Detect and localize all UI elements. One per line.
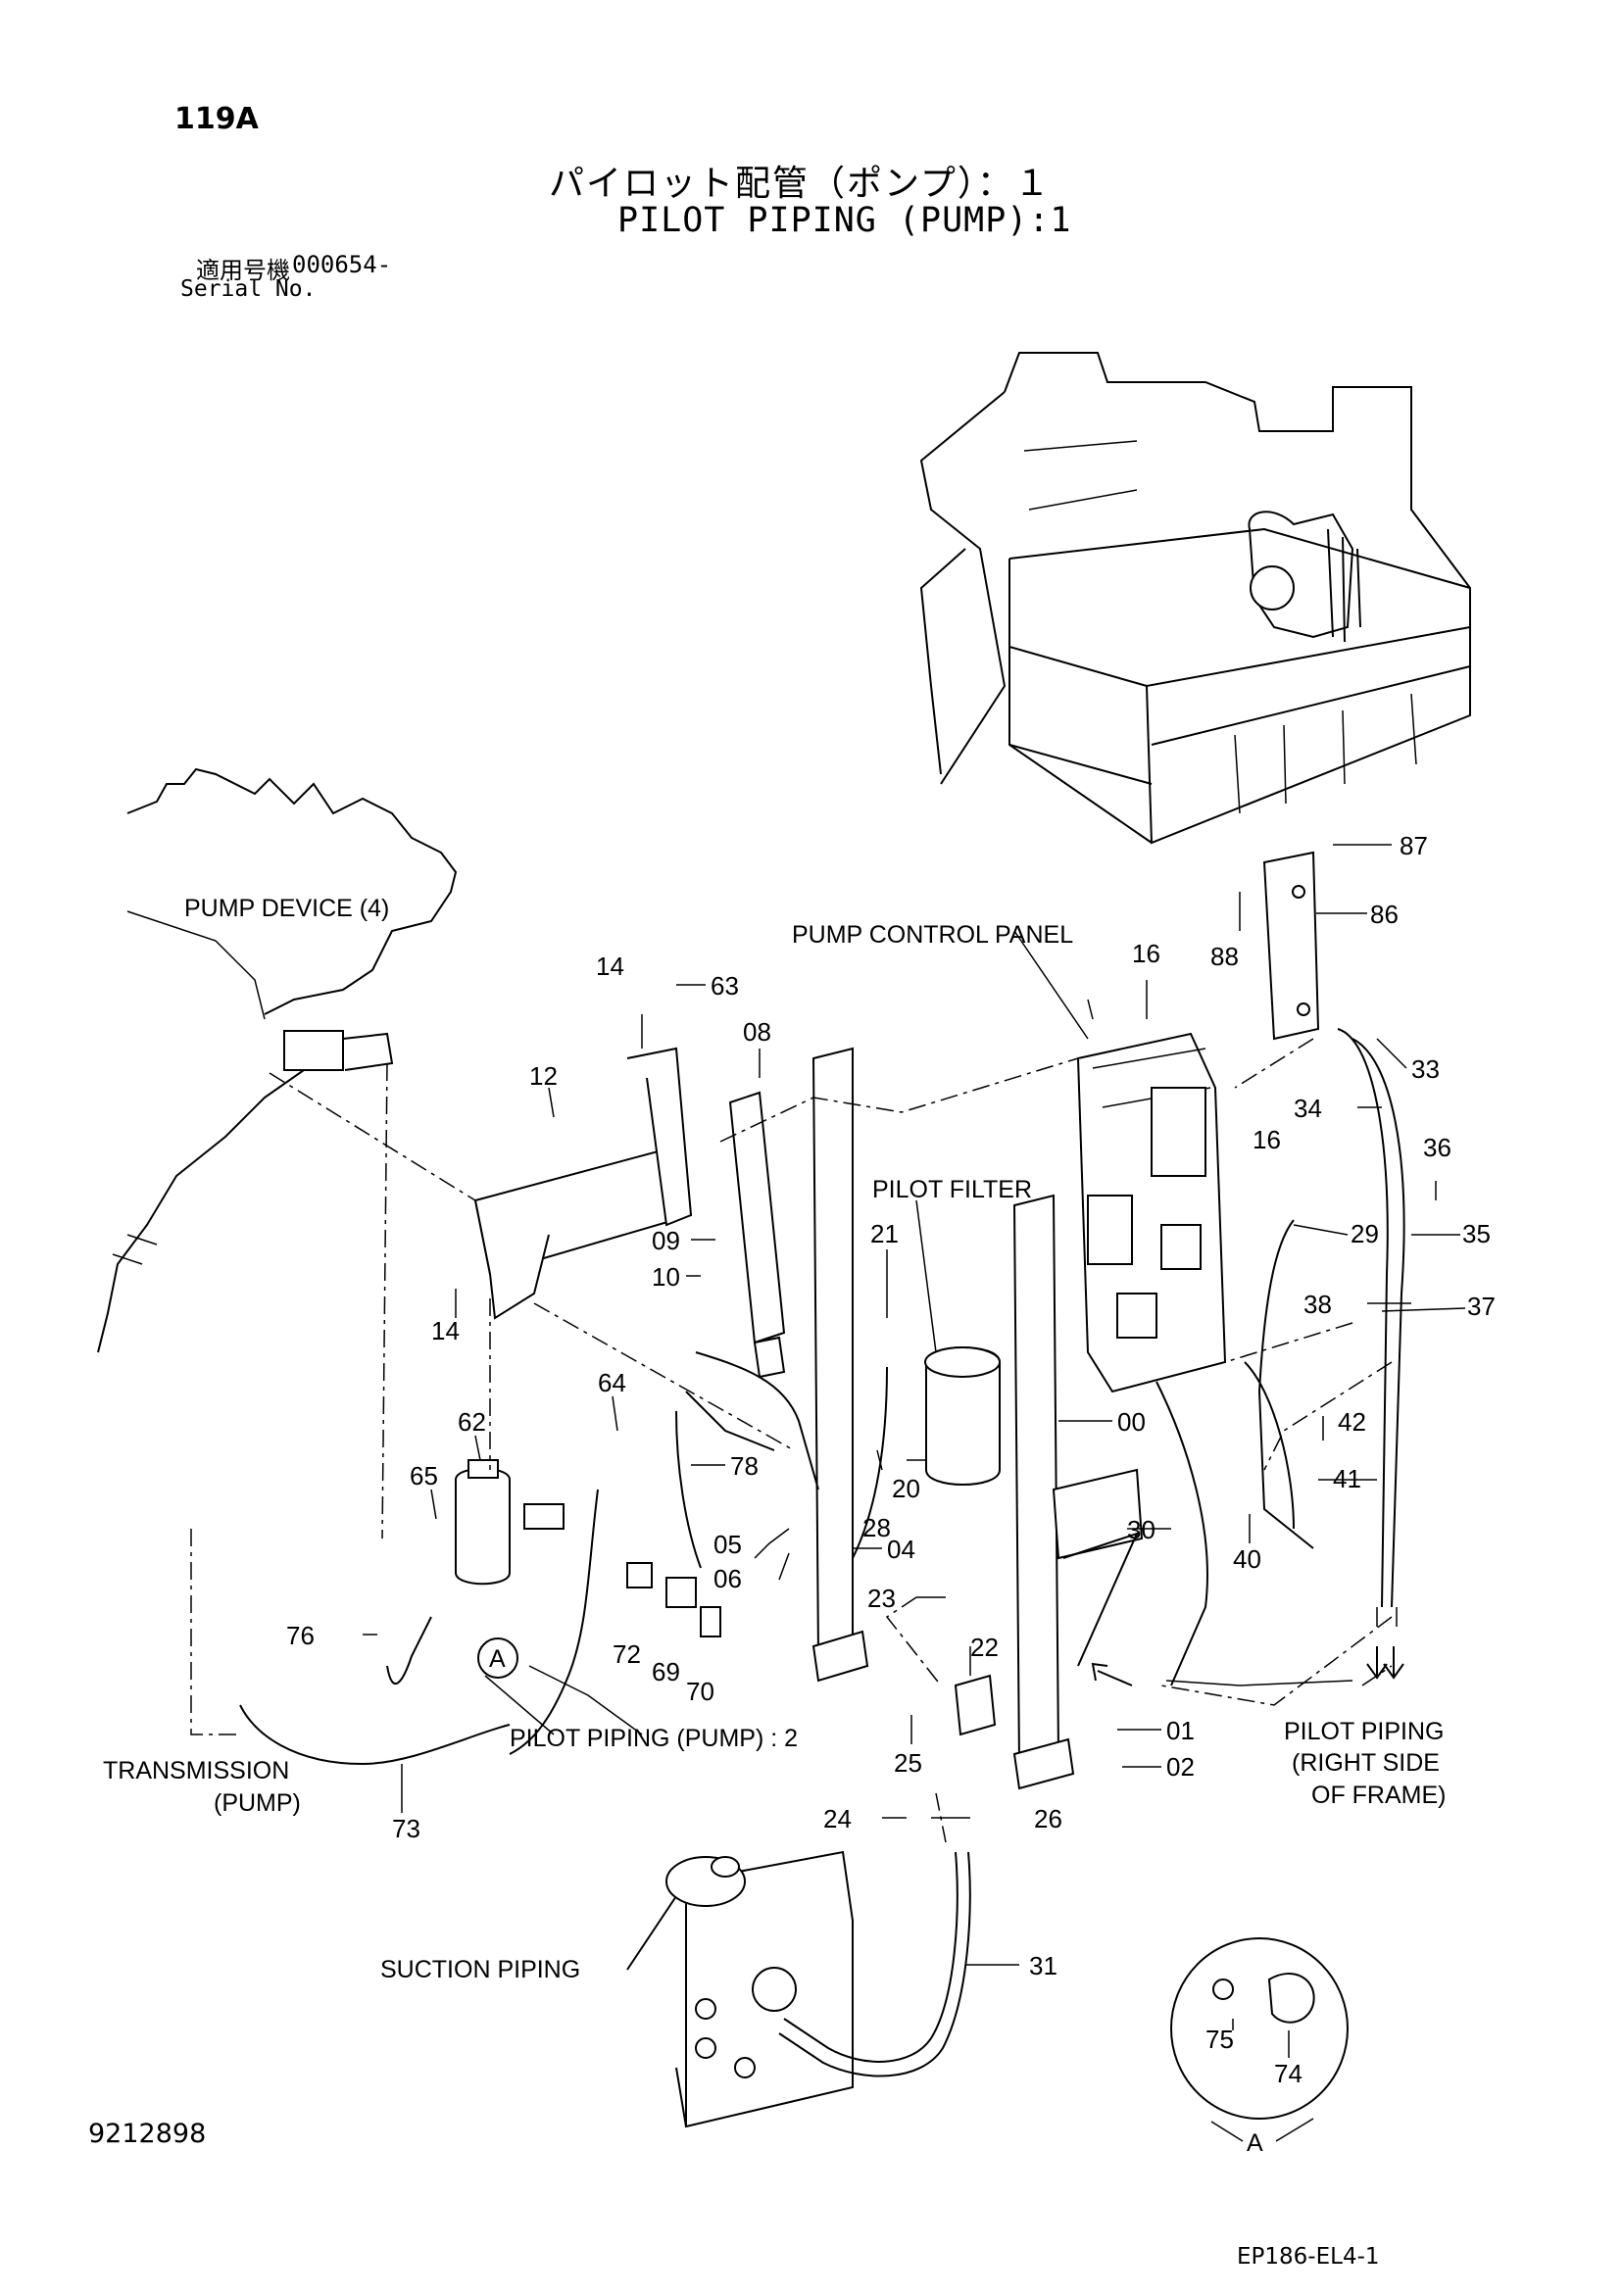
part-37: 37 [1467,1292,1496,1321]
detail-a-callout: A A [477,1637,1314,2157]
part-64: 64 [598,1368,626,1397]
direction-arrows [1091,1646,1404,1686]
part-31: 31 [1029,1951,1057,1980]
part-12: 12 [529,1061,558,1091]
serial-label-english: Serial No. [180,276,317,302]
part-20: 20 [892,1474,920,1503]
label-pilot-piping-2: PILOT PIPING (PUMP) : 2 [510,1725,798,1752]
part-14-top: 14 [596,952,624,981]
part-08: 08 [743,1017,771,1047]
part-25: 25 [894,1748,922,1778]
part-65: 65 [410,1461,438,1490]
part-30: 30 [1127,1515,1155,1544]
leader-lines [363,844,1466,2058]
label-pilot-piping-right: PILOT PIPING [1284,1718,1444,1745]
part-74: 74 [1274,2059,1303,2088]
part-28: 28 [862,1513,891,1542]
serial-label-japanese: 適用号機 [196,257,290,284]
part-42: 42 [1338,1407,1366,1437]
detail-a-drawing [1170,1937,1349,2120]
part-14-bottom: 14 [431,1316,460,1345]
part-41: 41 [1333,1464,1361,1493]
suction-tank-drawing [626,1850,854,2128]
filter-fittings-drawing [455,1346,1001,1736]
part-16-top: 16 [1132,939,1160,968]
part-22: 22 [970,1633,999,1662]
footer-code: EP186-EL4-1 [1237,2244,1380,2270]
part-05: 05 [713,1530,742,1559]
part-75: 75 [1205,2025,1234,2054]
document-id: 9212898 [88,2119,207,2149]
part-76: 76 [286,1621,315,1650]
label-pump-device: PUMP DEVICE (4) [184,895,389,922]
title-english: PILOT PIPING (PUMP):1 [617,201,1072,240]
part-69: 69 [652,1657,680,1686]
part-26: 26 [1034,1804,1062,1833]
detail-a-label: A [1247,2129,1263,2157]
part-02: 02 [1166,1752,1195,1782]
part-24: 24 [823,1804,852,1833]
label-transmission-pump: (PUMP) [214,1789,301,1817]
label-suction-piping: SUCTION PIPING [380,1956,580,1983]
part-23: 23 [867,1584,896,1613]
part-21: 21 [870,1219,899,1248]
part-73: 73 [392,1814,420,1843]
part-04: 04 [887,1535,915,1564]
hoses-drawing [239,1028,1405,2077]
part-29: 29 [1351,1219,1379,1248]
part-numbers: 87 86 88 16 16 33 34 36 35 29 38 37 42 4… [286,831,1496,2088]
part-06: 06 [713,1564,742,1593]
detail-a-marker: A [489,1645,506,1673]
part-38: 38 [1303,1290,1332,1319]
part-88: 88 [1210,942,1239,971]
part-09: 09 [652,1226,680,1255]
part-00: 00 [1117,1407,1146,1437]
reference-lines [190,1038,1393,1843]
label-of-frame: OF FRAME) [1311,1782,1447,1809]
part-33: 33 [1411,1054,1440,1084]
label-pump-control-panel: PUMP CONTROL PANEL [792,921,1073,949]
part-10: 10 [652,1262,680,1292]
serial-value: 000654- [292,251,392,278]
part-16-mid: 16 [1253,1125,1281,1154]
brackets-drawing [473,1047,1144,1790]
part-70: 70 [686,1677,714,1706]
part-36: 36 [1423,1133,1451,1162]
machine-frame-drawing [919,352,1471,845]
pump-device-drawing [97,767,458,1353]
part-72: 72 [613,1639,641,1669]
part-86: 86 [1370,900,1399,929]
label-pilot-filter: PILOT FILTER [872,1176,1032,1203]
page-number: 119A [174,102,259,136]
part-01: 01 [1166,1716,1195,1745]
part-78: 78 [730,1451,759,1481]
section-labels: PUMP DEVICE (4) PUMP CONTROL PANEL PILOT… [103,895,1447,1983]
part-62: 62 [458,1407,486,1437]
part-63: 63 [711,971,739,1001]
part-34: 34 [1294,1094,1322,1123]
part-87: 87 [1400,831,1428,860]
part-35: 35 [1462,1219,1491,1248]
title-japanese: パイロット配管（ポンプ）：１ [549,164,1052,204]
label-transmission: TRANSMISSION [103,1757,289,1784]
pump-control-panel-drawing [1076,851,1320,1393]
label-right-side: (RIGHT SIDE [1292,1749,1440,1777]
part-40: 40 [1233,1544,1261,1574]
